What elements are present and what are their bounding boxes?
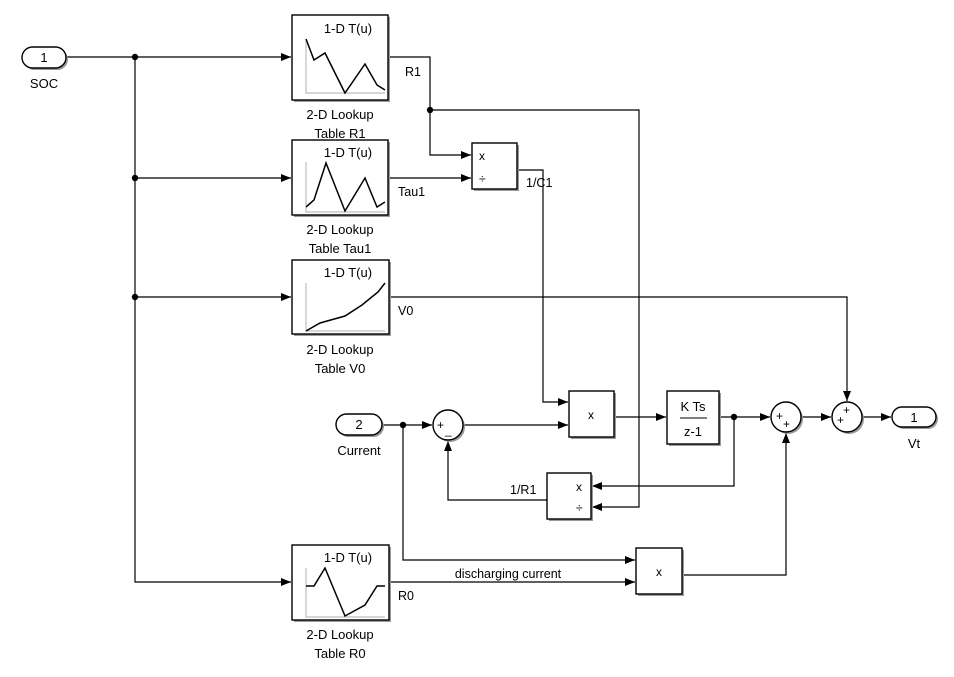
outport-label: Vt	[908, 436, 921, 451]
sum-sign-plus: +	[437, 418, 444, 432]
signal-label-tau1: Tau1	[398, 185, 425, 199]
sum-sign-minus: _	[444, 423, 452, 437]
multiply-port-label: x	[479, 149, 485, 163]
wire-v0-to-sum3[interactable]	[389, 296, 851, 401]
sum-block-3[interactable]: + +	[831, 401, 864, 434]
integrator-denominator: z-1	[684, 424, 702, 439]
inport-current[interactable]: 2 Current	[335, 413, 384, 458]
wire-integrator-to-divide2[interactable]	[592, 417, 735, 490]
product-block-1[interactable]: x	[568, 390, 616, 439]
branch-points	[131, 53, 738, 429]
block-name-line2: Table Tau1	[309, 241, 372, 256]
signal-label-r0: R0	[398, 589, 414, 603]
branch-point	[131, 293, 139, 301]
product-symbol: x	[588, 408, 594, 422]
block-name-line2: Table R0	[314, 646, 365, 661]
sum-sign-plus: +	[843, 403, 850, 417]
outport-number: 1	[910, 410, 917, 425]
branch-point	[131, 174, 139, 182]
signal-label-inv-c1: 1/C1	[526, 176, 552, 190]
sum-sign-plus: +	[837, 413, 844, 427]
divide-block-r1[interactable]: x ÷	[546, 472, 593, 521]
wire-r1-to-divide2[interactable]	[430, 109, 640, 511]
inport-soc[interactable]: 1 SOC	[21, 46, 68, 91]
inport-label: SOC	[30, 76, 58, 91]
lookup-table-tau1[interactable]: 1-D T(u) 2-D Lookup Table Tau1	[291, 139, 390, 256]
divide-block-c1[interactable]: x ÷	[471, 142, 519, 191]
inport-number: 2	[355, 417, 362, 432]
signal-label-discharging-current: discharging current	[455, 567, 562, 581]
block-name-line1: 2-D Lookup	[306, 107, 373, 122]
lookup-plot-icon	[305, 282, 386, 332]
branch-point	[730, 413, 738, 421]
lookup-icon-title: 1-D T(u)	[324, 21, 372, 36]
lookup-plot-icon	[305, 160, 386, 213]
block-name-line2: Table V0	[315, 361, 366, 376]
signal-label-v0: V0	[398, 304, 413, 318]
branch-point	[399, 421, 407, 429]
block-name-line1: 2-D Lookup	[306, 342, 373, 357]
sum-block-2[interactable]: + +	[770, 401, 803, 434]
outport-vt[interactable]: 1 Vt	[891, 406, 938, 451]
signal-label-r1: R1	[405, 65, 421, 79]
inport-label: Current	[337, 443, 381, 458]
sum-sign-plus: +	[776, 409, 783, 423]
lookup-icon-title: 1-D T(u)	[324, 145, 372, 160]
wire-soc-trunk-to-r0[interactable]	[134, 57, 291, 586]
sum-sign-plus: +	[783, 417, 790, 431]
lookup-plot-icon	[305, 38, 386, 95]
wire-r1-to-divide1[interactable]	[388, 56, 471, 159]
inport-number: 1	[40, 50, 47, 65]
signal-lines	[66, 53, 891, 586]
lookup-table-r0[interactable]: 1-D T(u) 2-D Lookup Table R0	[291, 544, 391, 661]
divide-port-label: ÷	[576, 501, 583, 515]
multiply-port-label: x	[576, 480, 582, 494]
block-name-line1: 2-D Lookup	[306, 222, 373, 237]
discrete-integrator-block[interactable]: K Ts z-1	[666, 390, 721, 446]
block-name-line2: Table R1	[314, 126, 365, 141]
lookup-plot-icon	[305, 566, 385, 618]
wire-current-to-product2[interactable]	[402, 425, 635, 564]
product-symbol: x	[656, 565, 662, 579]
branch-point	[131, 53, 139, 61]
product-block-2[interactable]: x	[635, 547, 684, 596]
divide-port-label: ÷	[479, 172, 486, 186]
lookup-table-r1[interactable]: 1-D T(u) 2-D Lookup Table R1	[291, 14, 390, 141]
branch-point	[426, 106, 434, 114]
lookup-table-v0[interactable]: 1-D T(u) 2-D Lookup Table V0	[291, 259, 391, 376]
wire-product2-to-sum2[interactable]	[682, 433, 790, 576]
signal-label-inv-r1: 1/R1	[510, 483, 536, 497]
wire-inv-r1-to-sum1[interactable]	[444, 441, 547, 501]
wire-inv-c1-to-product1[interactable]	[517, 169, 568, 406]
block-name-line1: 2-D Lookup	[306, 627, 373, 642]
integrator-numerator: K Ts	[680, 399, 706, 414]
lookup-icon-title: 1-D T(u)	[324, 265, 372, 280]
sum-block-1[interactable]: + _	[432, 409, 465, 442]
lookup-icon-title: 1-D T(u)	[324, 550, 372, 565]
